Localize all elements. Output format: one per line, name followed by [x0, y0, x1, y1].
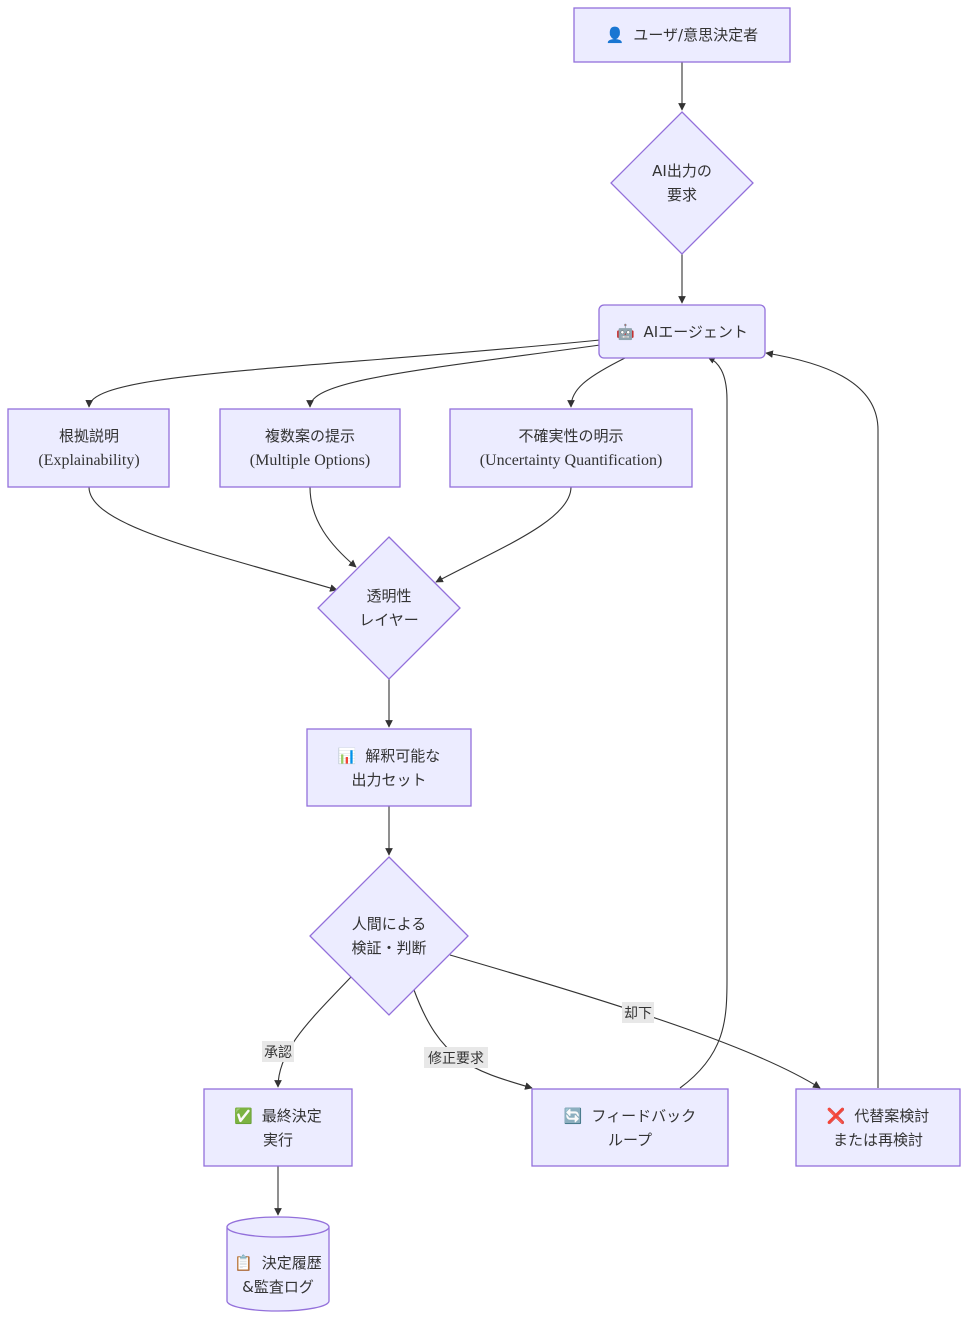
node-options-line1: 複数案の提示: [265, 427, 355, 445]
svg-text:却下: 却下: [624, 1006, 652, 1022]
svg-text:👤 ユーザ/意思決定者: 👤 ユーザ/意思決定者: [606, 26, 758, 44]
node-output-line2: 出力セット: [351, 771, 426, 789]
svg-text:承認: 承認: [264, 1045, 292, 1061]
edge-human-to-alternative: [449, 954, 821, 1089]
node-final[interactable]: ✅ 最終決定 実行: [203, 1088, 353, 1167]
node-request-line1: AI出力の: [652, 162, 712, 180]
node-history-line1: 決定履歴: [262, 1254, 322, 1272]
edge-options-to-transparency: [309, 486, 357, 568]
node-request[interactable]: AI出力の 要求: [610, 111, 754, 255]
node-uncertainty-line2: (Uncertainty Quantification): [480, 452, 663, 469]
edge-agent-to-uncertainty: [567, 357, 626, 408]
node-final-line1: 最終決定: [262, 1107, 322, 1125]
edge-label-revise: 修正要求: [424, 1047, 488, 1068]
node-alternative[interactable]: ❌ 代替案検討 または再検討: [795, 1088, 961, 1167]
edge-explain-to-transparency: [88, 486, 338, 592]
edge-alternative-to-agent: [765, 350, 879, 1088]
clipboard-icon: 📋: [234, 1254, 253, 1272]
edge-agent-to-options: [306, 344, 601, 408]
edge-feedback-to-agent: [679, 356, 728, 1089]
node-human-line1: 人間による: [352, 915, 427, 933]
node-output[interactable]: 📊 解釈可能な 出力セット: [306, 728, 472, 807]
node-alternative-line2: または再検討: [833, 1131, 923, 1149]
edge-human-to-final: [274, 976, 352, 1088]
node-feedback-line2: ループ: [608, 1131, 652, 1149]
cross-mark-icon: ❌: [827, 1107, 846, 1125]
bar-chart-icon: 📊: [338, 747, 357, 765]
edge-uncertainty-to-transparency: [435, 486, 572, 583]
svg-text:❌ 代替案検討: ❌ 代替案検討: [827, 1107, 929, 1125]
node-final-line2: 実行: [263, 1131, 293, 1149]
check-mark-icon: ✅: [234, 1107, 253, 1125]
node-history-line2: &監査ログ: [242, 1278, 314, 1296]
node-feedback-line1: フィードバック: [591, 1107, 696, 1125]
node-options-line2: (Multiple Options): [250, 452, 370, 469]
node-explain[interactable]: 根拠説明 (Explainability): [7, 408, 170, 488]
robot-icon: 🤖: [616, 323, 635, 341]
node-uncertainty-line1: 不確実性の明示: [518, 427, 623, 445]
node-request-line2: 要求: [667, 186, 697, 204]
edge-human-to-feedback: [413, 989, 533, 1090]
node-agent-label: AIエージェント: [644, 323, 748, 341]
svg-text:📊 解釈可能な: 📊 解釈可能な: [338, 747, 440, 765]
node-explain-line2: (Explainability): [38, 452, 139, 469]
svg-text:🤖 AIエージェント: 🤖 AIエージェント: [616, 323, 748, 341]
node-options[interactable]: 複数案の提示 (Multiple Options): [219, 408, 401, 488]
node-transparency-line1: 透明性: [366, 587, 411, 605]
node-explain-line1: 根拠説明: [59, 427, 119, 445]
edges: [85, 62, 879, 1216]
edge-agent-to-explain: [85, 339, 601, 408]
person-icon: 👤: [606, 26, 625, 44]
node-agent[interactable]: 🤖 AIエージェント: [598, 304, 766, 359]
node-transparency-line2: レイヤー: [359, 611, 419, 629]
node-transparency[interactable]: 透明性 レイヤー: [317, 536, 461, 680]
svg-text:🔄 フィードバック: 🔄 フィードバック: [564, 1107, 696, 1125]
svg-text:✅ 最終決定: ✅ 最終決定: [234, 1107, 321, 1125]
node-feedback[interactable]: 🔄 フィードバック ループ: [531, 1088, 729, 1167]
edge-label-reject: 却下: [622, 1002, 654, 1023]
svg-text:修正要求: 修正要求: [428, 1051, 484, 1067]
node-human[interactable]: 人間による 検証・判断: [309, 856, 469, 1016]
node-alternative-line1: 代替案検討: [854, 1107, 929, 1125]
refresh-icon: 🔄: [564, 1107, 583, 1125]
edge-label-approve: 承認: [262, 1041, 294, 1062]
node-user-label: ユーザ/意思決定者: [633, 26, 758, 44]
node-history[interactable]: 📋 決定履歴 &監査ログ: [226, 1216, 330, 1312]
svg-text:📋 決定履歴: 📋 決定履歴: [234, 1254, 321, 1272]
node-output-line1: 解釈可能な: [365, 747, 440, 765]
node-uncertainty[interactable]: 不確実性の明示 (Uncertainty Quantification): [449, 408, 693, 488]
node-human-line2: 検証・判断: [351, 939, 426, 957]
node-user[interactable]: 👤 ユーザ/意思決定者: [573, 7, 791, 63]
